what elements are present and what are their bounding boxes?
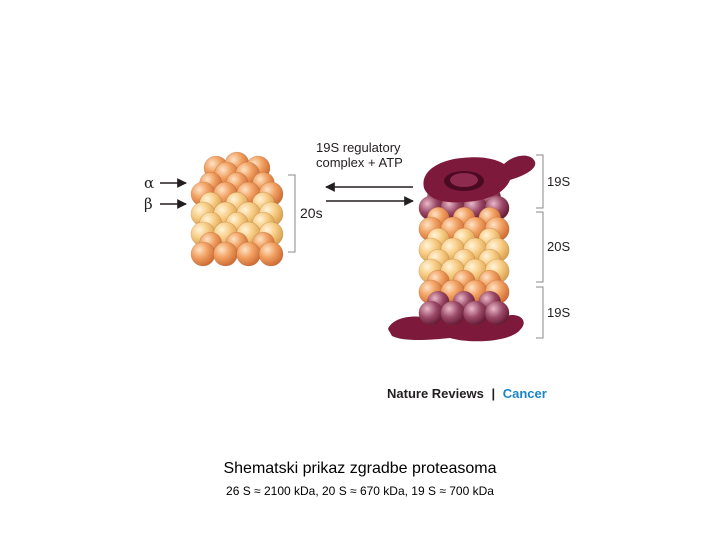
bracket-20s-label: 20S: [547, 239, 570, 254]
bracket-20s: [536, 211, 544, 283]
credit-line: Nature Reviews | Cancer: [387, 386, 547, 401]
credit-journal: Cancer: [503, 386, 547, 401]
reaction-label-line1: 19S regulatory: [316, 140, 401, 155]
free-core-bracket: [288, 174, 296, 253]
alpha-ring-subunit: [213, 241, 238, 267]
top-cap-pore-rim: [450, 173, 478, 187]
cap-subunit: [418, 300, 444, 326]
alpha-ring-subunit: [258, 241, 284, 267]
alpha-ring-subunit: [236, 241, 261, 267]
bracket-top-19s: [536, 154, 544, 209]
free-core-label: 20s: [300, 205, 323, 221]
credit-publisher: Nature Reviews: [387, 386, 484, 401]
bracket-bottom-19s: [536, 286, 544, 339]
bracket-bottom-19s-label: 19S: [547, 305, 570, 320]
free-20s-core: [190, 151, 284, 267]
cap-subunit: [462, 300, 488, 326]
beta-label: β: [144, 195, 153, 213]
caption-title: Shematski prikaz zgradbe proteasoma: [223, 460, 497, 477]
credit-separator: |: [491, 386, 495, 401]
alpha-label: α: [144, 174, 154, 192]
bracket-top-19s-label: 19S: [547, 174, 570, 189]
alpha-ring-subunit: [190, 241, 216, 267]
reaction-label-line2: complex + ATP: [316, 155, 403, 170]
26s-proteasome: [388, 155, 536, 342]
cap-subunit: [484, 300, 510, 326]
cap-subunit: [440, 300, 466, 326]
caption-subtitle: 26 S ≈ 2100 kDa, 20 S ≈ 670 kDa, 19 S ≈ …: [226, 484, 494, 498]
